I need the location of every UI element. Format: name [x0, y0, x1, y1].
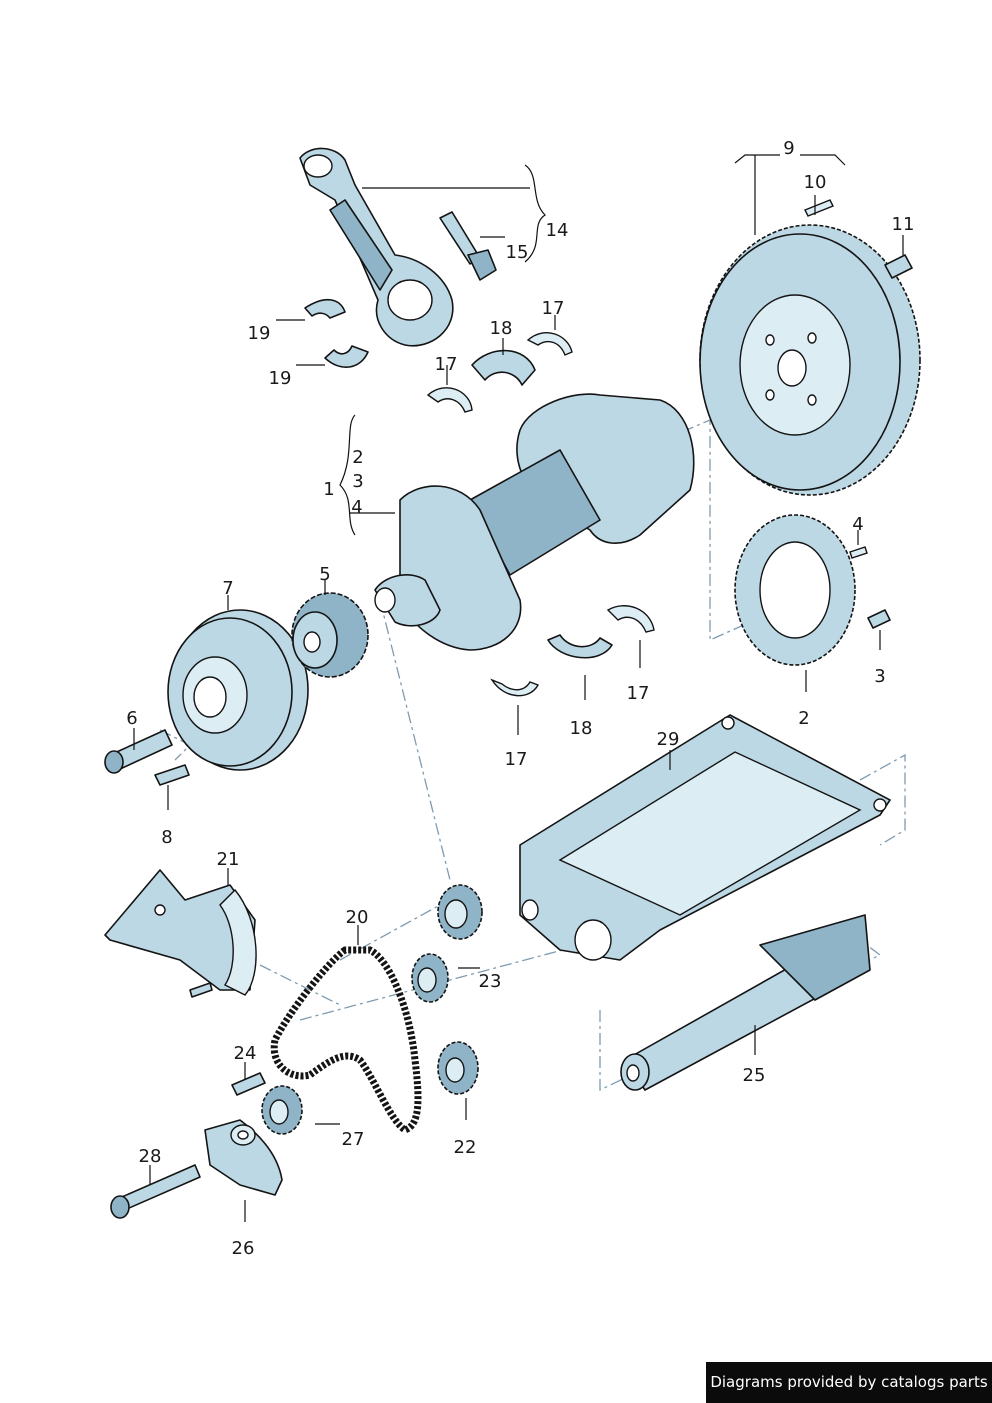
callout-label: 18 [490, 318, 513, 339]
sender-wheel-bolt [867, 609, 891, 629]
callout-label: 14 [546, 220, 569, 241]
thrust-washers [426, 331, 655, 697]
main-bearing-shells [471, 349, 613, 659]
idler-sprocket [411, 953, 449, 1003]
callout-label: 19 [269, 368, 292, 389]
callout-label: 19 [248, 323, 271, 344]
balancer-sprocket-upper [437, 884, 483, 940]
callout-label: 5 [319, 564, 330, 585]
callout-label: 4 [852, 514, 863, 535]
sprocket-bolt [231, 1072, 266, 1096]
rod-bearing-shells [304, 299, 369, 368]
lower-sprocket [261, 1085, 303, 1135]
callout-label: 2 [798, 708, 809, 729]
flywheel [699, 224, 921, 496]
callout-label: 6 [126, 708, 137, 729]
rod-bolt [439, 211, 497, 281]
callout-label: 1 [323, 479, 334, 500]
pulley-bolt [104, 729, 173, 774]
counterweight-bolt [110, 1164, 201, 1219]
callout-label: 18 [570, 718, 593, 739]
pulley-short-bolt [154, 764, 190, 786]
balancer-shaft-housing [519, 714, 891, 961]
callout-label: 17 [542, 298, 565, 319]
leader-lines [133, 154, 904, 1222]
callout-label: 26 [232, 1238, 255, 1259]
callout-label: 10 [804, 172, 827, 193]
callout-label: 3 [352, 471, 363, 492]
flywheel-bolt [884, 254, 913, 279]
chain-tensioner [104, 869, 257, 998]
callout-label: 2 [352, 447, 363, 468]
callout-label: 22 [454, 1137, 477, 1158]
sender-wheel-pin [849, 546, 868, 559]
callout-label: 28 [139, 1146, 162, 1167]
counterweight [204, 1119, 283, 1196]
callout-label: 21 [217, 849, 240, 870]
callout-label: 17 [435, 354, 458, 375]
callout-label: 23 [479, 971, 502, 992]
callout-labels: 9 10 11 14 15 19 19 18 17 17 2 3 4 1 7 5… [126, 138, 914, 1259]
callout-label: 17 [627, 683, 650, 704]
oil-pump-sprocket [437, 1041, 479, 1095]
callout-label: 9 [783, 138, 794, 159]
callout-label: 11 [892, 214, 915, 235]
callout-label: 3 [874, 666, 885, 687]
flywheel-dowel [804, 199, 834, 217]
balancer-shaft [620, 914, 871, 1091]
sender-wheel [734, 514, 856, 666]
crankshaft-sprocket [291, 592, 369, 678]
callout-label: 24 [234, 1043, 257, 1064]
callout-label: 7 [222, 578, 233, 599]
timing-chain [270, 946, 422, 1134]
callout-label: 29 [657, 729, 680, 750]
connecting-rod [299, 147, 454, 347]
footer-credit: Diagrams provided by catalogs parts [706, 1362, 992, 1403]
callout-label: 4 [351, 497, 362, 518]
crankshaft [374, 393, 695, 651]
vibration-damper-pulley [167, 609, 309, 771]
callout-label: 27 [342, 1129, 365, 1150]
callout-label: 15 [506, 242, 529, 263]
callout-label: 8 [161, 827, 172, 848]
callout-label: 17 [505, 749, 528, 770]
callout-label: 20 [346, 907, 369, 928]
callout-label: 25 [743, 1065, 766, 1086]
